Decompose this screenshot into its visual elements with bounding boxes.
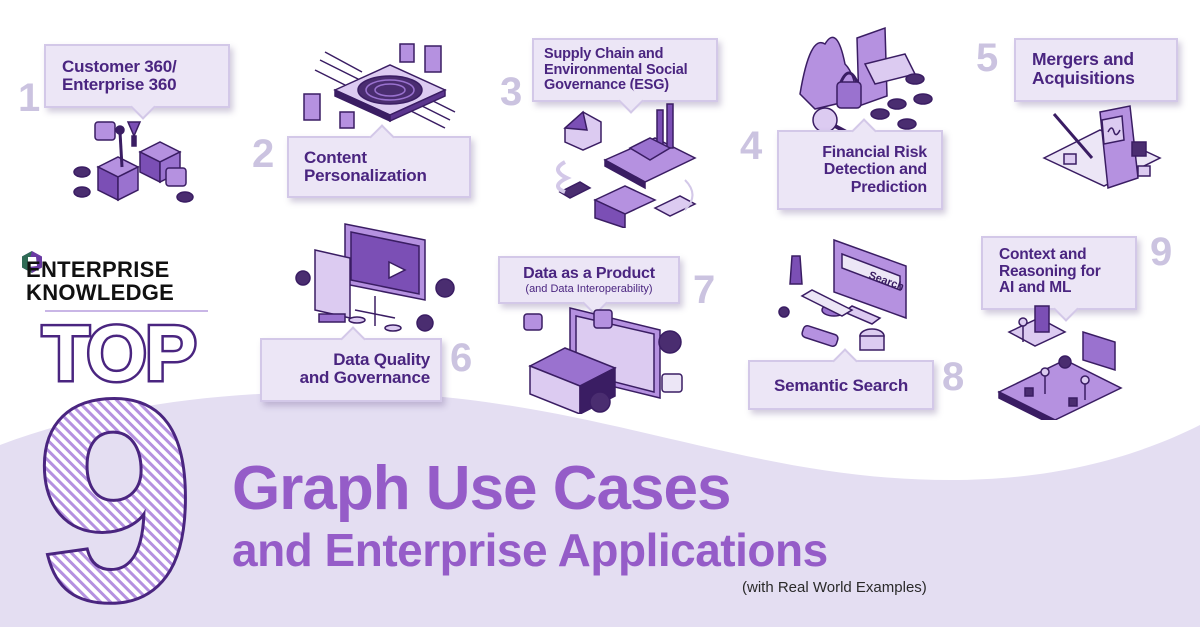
use-case-4-callout: Financial Risk Detection and Prediction	[777, 118, 943, 210]
use-case-9-title-line: Reasoning for	[999, 262, 1101, 280]
use-case-7-subtitle: (and Data Interoperability)	[525, 283, 653, 296]
use-case-7-title-line: Data as a Product	[523, 265, 655, 282]
semantic-search-illustration-icon: Search	[778, 238, 907, 351]
use-case-5-number: 5	[976, 36, 999, 80]
use-case-3-title-line: Environmental Social	[544, 61, 688, 78]
customer-360-illustration-icon	[73, 121, 194, 203]
big-number-nine: 9	[33, 385, 198, 620]
hexagon-logo-icon	[22, 251, 42, 273]
logo-line-1: ENTERPRISE	[26, 257, 170, 282]
use-case-7-callout: Data as a Product (and Data Interoperabi…	[498, 256, 680, 316]
logo-wordmark: ENTERPRISE KNOWLEDGE	[26, 258, 174, 304]
use-case-2-title-line: Content	[304, 148, 367, 167]
use-case-2-number: 2	[252, 132, 275, 176]
financial-risk-illustration-icon	[799, 26, 933, 134]
use-case-4-title-line: Financial Risk	[822, 144, 927, 161]
use-case-3-title-line: Supply Chain and	[544, 46, 664, 62]
data-product-illustration-icon	[523, 307, 683, 414]
use-case-7-number: 7	[693, 268, 716, 312]
logo-line-2: KNOWLEDGE	[26, 280, 175, 305]
use-case-2-callout: Content Personalization	[287, 124, 471, 198]
use-case-9-callout: Context and Reasoning for AI and ML	[981, 236, 1137, 322]
use-case-1-title-line: Enterprise 360	[62, 75, 177, 95]
headline-line-1: Graph Use Cases	[232, 454, 731, 523]
use-case-6-title-line: Data Quality	[333, 350, 430, 369]
use-case-2-title-line: Personalization	[304, 166, 427, 186]
use-case-6-callout: Data Quality and Governance	[260, 326, 442, 402]
svg-text:9: 9	[36, 385, 195, 620]
use-case-4-title-line: Prediction	[850, 178, 927, 196]
use-case-3-number: 3	[500, 70, 523, 114]
use-case-5-title-line: Mergers and	[1032, 49, 1134, 69]
top-word: TOP	[40, 316, 199, 388]
use-case-1-title-line: Customer 360/	[62, 57, 177, 76]
ai-ml-illustration-icon	[997, 305, 1123, 420]
use-case-5-title-line: Acquisitions	[1032, 67, 1135, 88]
use-case-9-title-line: AI and ML	[999, 279, 1072, 297]
headline-line-2: and Enterprise Applications	[232, 524, 828, 576]
use-case-6-title-line: and Governance	[299, 368, 431, 388]
fingerprint-chip-illustration-icon	[303, 43, 456, 129]
supply-chain-illustration-icon	[556, 103, 697, 228]
headline-subtitle: (with Real World Examples)	[742, 579, 927, 596]
use-case-1-callout: Customer 360/ Enterprise 360	[44, 44, 230, 120]
contract-signing-illustration-icon	[1042, 105, 1162, 190]
use-case-9-number: 9	[1150, 230, 1173, 274]
use-case-8-callout: Semantic Search	[748, 348, 934, 410]
use-case-4-title-line: Detection and	[823, 161, 927, 179]
use-case-8-title-line: Semantic Search	[773, 376, 908, 395]
use-case-6-number: 6	[450, 336, 473, 380]
use-case-4-number: 4	[740, 124, 763, 168]
logo-divider	[45, 310, 208, 312]
data-governance-illustration-icon	[295, 223, 455, 332]
use-case-3-callout: Supply Chain and Environmental Social Go…	[532, 38, 718, 114]
use-case-3-title-line: Governance (ESG)	[544, 77, 669, 94]
use-case-9-title-line: Context and	[999, 246, 1087, 263]
svg-text:TOP: TOP	[42, 316, 195, 388]
use-case-8-number: 8	[942, 355, 965, 399]
use-case-1-number: 1	[18, 76, 41, 120]
use-case-5-callout: Mergers and Acquisitions	[1014, 38, 1178, 102]
